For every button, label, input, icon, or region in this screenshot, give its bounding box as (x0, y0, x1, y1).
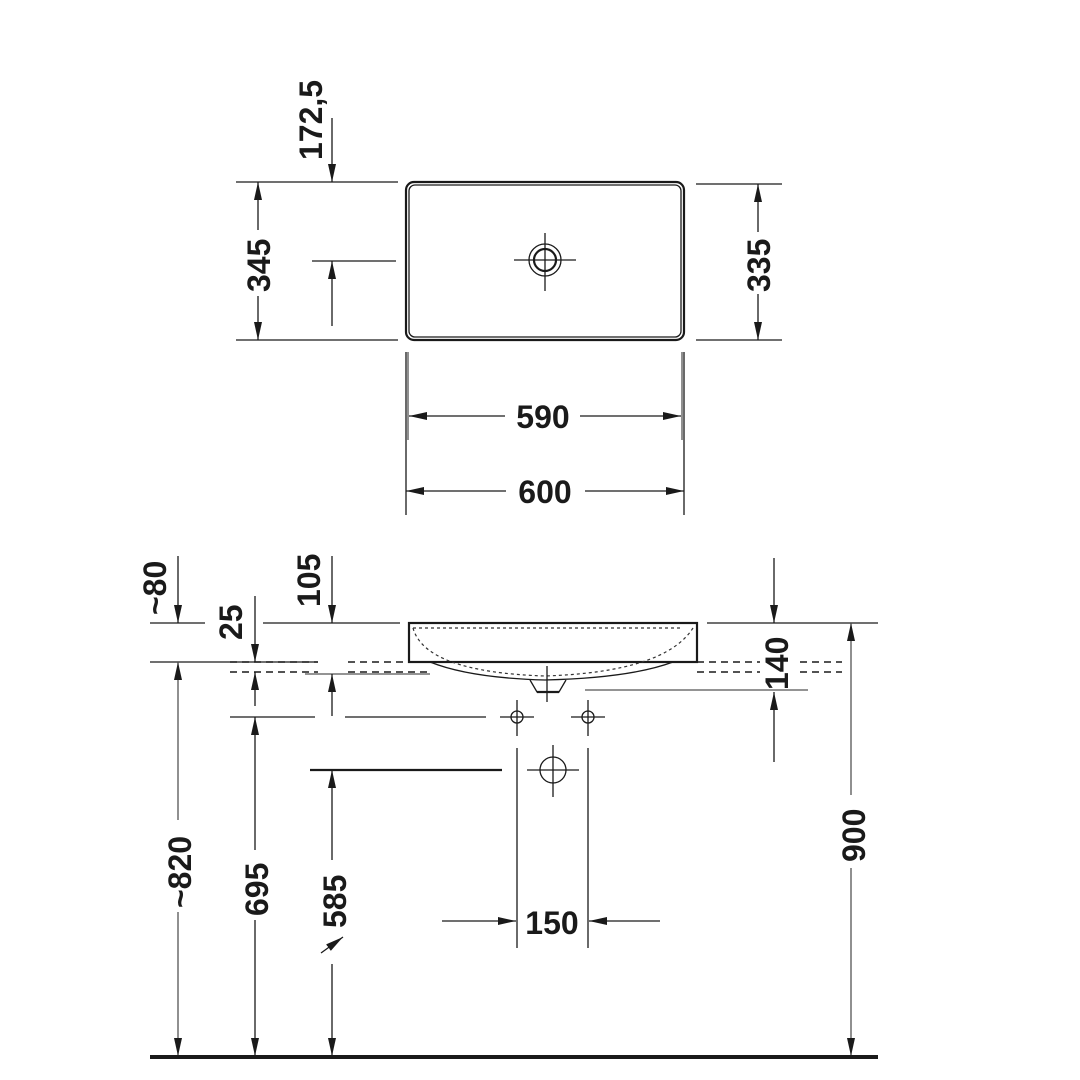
dim-590: 590 (516, 399, 569, 435)
basin-outline-top (404, 180, 686, 342)
dim-600: 600 (518, 474, 571, 510)
dim-335: 335 (741, 239, 777, 292)
dim-900: 900 (836, 809, 872, 862)
dim-585: 585 (317, 875, 353, 928)
dim-695: 695 (239, 863, 275, 916)
fixing-hole-left-icon (500, 700, 534, 736)
arrow-585-pointer-icon (320, 936, 344, 954)
dim-150: 150 (525, 905, 578, 941)
dim-140: 140 (759, 637, 795, 690)
dim-345: 345 (241, 239, 277, 292)
dim-105: 105 (291, 554, 327, 607)
dim-25: 25 (213, 604, 249, 640)
basin-bowl-front (429, 661, 674, 681)
basin-rim-front (407, 621, 699, 664)
basin-inner-outline-top (408, 184, 682, 338)
dim-approx-80: ~80 (137, 561, 173, 615)
fixing-hole-right-icon (571, 700, 605, 736)
waste-outlet-icon (527, 745, 579, 797)
dim-approx-820: ~820 (162, 836, 198, 908)
top-view: 172,5 345 335 590 600 (236, 80, 782, 515)
floor-line (150, 1055, 878, 1059)
front-view: ~80 25 105 140 (137, 554, 878, 1059)
drain-icon (514, 233, 576, 291)
dim-172-5: 172,5 (293, 80, 329, 160)
